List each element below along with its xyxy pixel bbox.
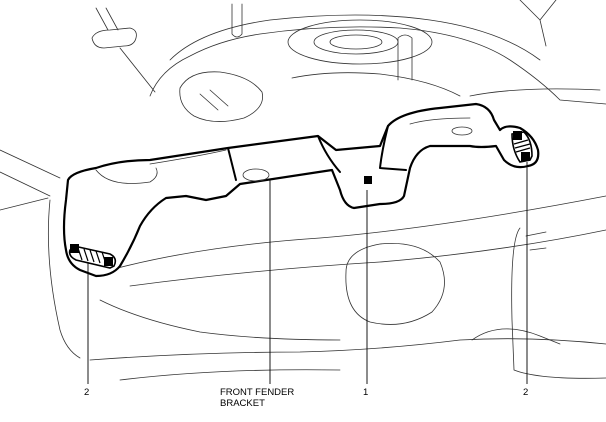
callout-bracket-line1: FRONT FENDER <box>220 387 295 398</box>
right-panel-line <box>469 88 601 97</box>
bottom-contour-2 <box>119 369 341 381</box>
panel-mid-edge <box>129 229 606 287</box>
upper-left-bracket-lines <box>95 7 119 31</box>
fender-bracket <box>62 102 540 278</box>
right-lower-ribs <box>525 231 547 251</box>
bottom-contour <box>89 338 606 361</box>
panel-hole-large <box>345 243 445 325</box>
bracket-fold-1 <box>227 147 237 181</box>
left-side-lines <box>0 149 61 211</box>
leader-lines <box>87 162 528 384</box>
upper-post <box>231 3 243 38</box>
upper-left-pin <box>91 27 137 49</box>
strut-mount-outer <box>287 19 433 65</box>
bracket-top-edge <box>149 149 227 165</box>
bracket-hole-right <box>451 126 473 136</box>
inner-panel-curve <box>291 72 461 97</box>
bracket-body <box>62 102 540 278</box>
right-fastener-slot <box>511 131 533 163</box>
callout-fastener-right: 2 <box>523 387 529 398</box>
strut-mount-hole <box>329 34 383 50</box>
strut-tower-top <box>169 14 541 61</box>
lower-panel-curve <box>99 299 341 341</box>
strut-stud <box>397 34 413 81</box>
bracket-right-ridge <box>409 117 471 125</box>
side-pocket-pin <box>199 89 229 111</box>
panel-upper-edge <box>109 195 606 271</box>
right-bolt-head-1 <box>513 131 522 140</box>
callout-fastener-left: 2 <box>84 387 90 398</box>
bracket-fold-2 <box>317 135 341 173</box>
left-fastener-slot <box>68 244 117 269</box>
callout-part-1: 1 <box>363 387 369 398</box>
left-lower-curve <box>47 199 81 359</box>
part-1-marker <box>364 176 372 184</box>
left-bolt-head-1 <box>70 244 79 253</box>
right-bolt-head-2 <box>521 152 530 161</box>
bracket-hole-center <box>242 168 270 182</box>
upper-right-lines <box>519 0 557 47</box>
bracket-fold-3 <box>379 125 407 171</box>
upper-arm-line <box>119 47 156 93</box>
strut-tower-outer <box>149 26 606 105</box>
bracket-left-notch <box>95 167 158 184</box>
bottom-right-contour <box>471 328 561 345</box>
side-pocket <box>179 71 263 122</box>
callout-bracket-line2: BRACKET <box>220 398 265 409</box>
strut-mount-inner <box>313 29 399 55</box>
vehicle-body-background <box>0 0 606 381</box>
left-bolt-head-2 <box>104 257 113 266</box>
right-lower-panel <box>511 227 606 379</box>
